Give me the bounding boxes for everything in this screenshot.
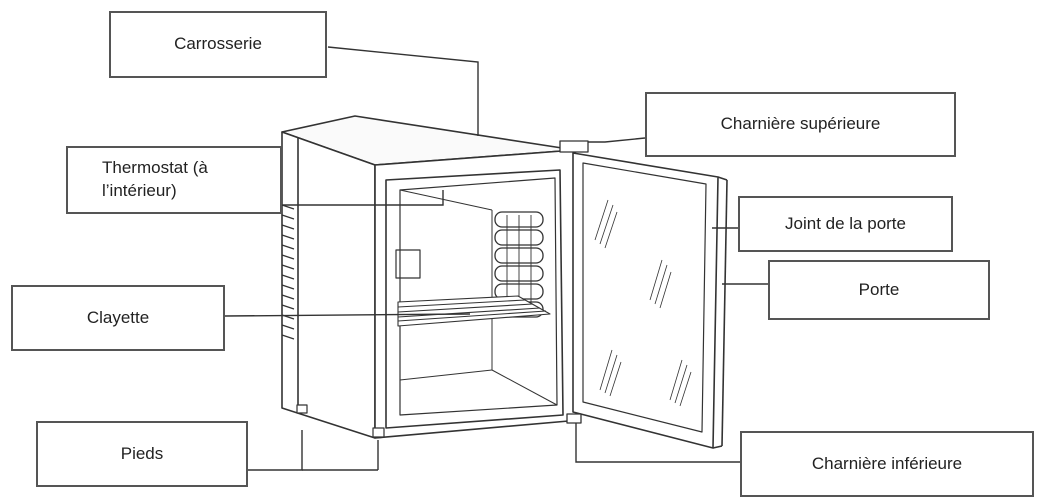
label-charniere-inferieure: Charnière inférieure (740, 431, 1034, 497)
label-thermostat: Thermostat (à l’intérieur) (66, 146, 282, 214)
label-carrosserie-text: Carrosserie (174, 34, 262, 54)
cabinet-body (281, 115, 581, 439)
label-pieds: Pieds (36, 421, 248, 487)
label-clayette: Clayette (11, 285, 225, 351)
leader-clayette (224, 313, 471, 317)
foot-left (296, 404, 308, 414)
label-thermostat-line2: l’intérieur) (102, 181, 177, 200)
leader-charniere-inf (575, 423, 740, 463)
leader-thermostat (282, 190, 444, 206)
side-vents (281, 204, 295, 340)
inner-cavity (385, 169, 564, 429)
leader-carrosserie (327, 46, 479, 136)
label-joint-porte: Joint de la porte (738, 196, 953, 252)
label-charniere-inferieure-text: Charnière inférieure (811, 453, 963, 473)
label-charniere-superieure-text: Charnière supérieure (720, 114, 881, 134)
foot-right (372, 427, 385, 438)
bottom-hinge (566, 413, 582, 424)
leader-pieds (248, 430, 303, 471)
label-porte-text: Porte (858, 279, 900, 299)
leader-lines (224, 46, 768, 471)
leader-charniere-sup (588, 137, 646, 143)
label-joint-porte-text: Joint de la porte (785, 213, 906, 233)
door (572, 152, 728, 449)
label-thermostat-line1: Thermostat (à (102, 158, 208, 178)
label-porte: Porte (768, 260, 990, 320)
shelf (397, 295, 551, 327)
label-pieds-text: Pieds (120, 443, 164, 463)
label-thermostat-text: Thermostat (à l’intérieur) (102, 157, 208, 203)
label-clayette-text: Clayette (86, 307, 150, 327)
top-hinge (559, 140, 589, 153)
label-charniere-superieure: Charnière supérieure (645, 92, 956, 157)
label-carrosserie: Carrosserie (109, 11, 327, 78)
